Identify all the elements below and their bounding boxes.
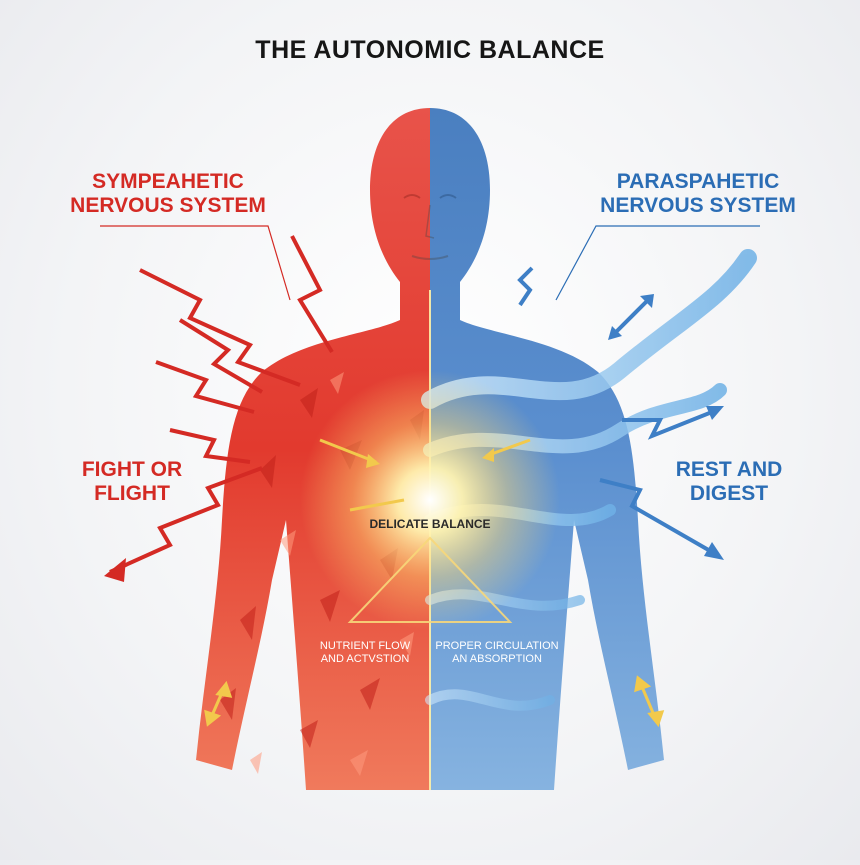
gold-arrowhead-icon <box>482 448 494 462</box>
parasympathetic-system-label: PARASPAHETIC NERVOUS SYSTEM <box>598 170 798 218</box>
parasympathetic-pointer <box>555 225 760 301</box>
parasympathetic-label-line2: NERVOUS SYSTEM <box>600 194 796 218</box>
rest-and-digest-label: REST AND DIGEST <box>654 458 804 506</box>
balance-triangle <box>347 536 513 623</box>
fight-or-flight-label: FIGHT OR FLIGHT <box>52 458 212 506</box>
diagram-title: THE AUTONOMIC BALANCE <box>255 36 605 64</box>
nutrient-line1: NUTRIENT FLOW <box>319 640 411 652</box>
nutrient-flow-label: NUTRIENT FLOW AND ACTVSTION <box>300 640 430 665</box>
parasympathetic-label-line1: PARASPAHETIC <box>616 170 780 193</box>
sympathetic-system-label: SYMPEAHETIC NERVOUS SYSTEM <box>68 170 268 218</box>
face-icon <box>403 194 457 260</box>
sympathetic-label-line1: SYMPEAHETIC <box>92 170 244 193</box>
lightning-arrowhead-icon <box>104 558 126 582</box>
sympathetic-pointer <box>100 225 291 301</box>
sympathetic-label-line2: NERVOUS SYSTEM <box>70 194 266 218</box>
fight-label-line2: FLIGHT <box>94 482 170 506</box>
proper-line2: AN ABSORPTION <box>452 652 542 665</box>
forearm-double-arrow-icon <box>204 675 665 728</box>
rest-label-line2: DIGEST <box>689 482 769 506</box>
lightning-bolt-icon <box>109 235 334 574</box>
arrowhead-icon <box>608 294 724 560</box>
delicate-balance-label: DELICATE BALANCE <box>369 517 491 531</box>
proper-line1: PROPER CIRCULATION <box>435 640 559 652</box>
proper-circulation-label: PROPER CIRCULATION AN ABSORPTION <box>432 640 562 665</box>
nutrient-line2: AND ACTVSTION <box>320 652 410 665</box>
double-arrow-icon <box>517 266 713 554</box>
rest-label-line1: REST AND <box>675 458 783 481</box>
gold-arrowhead-icon <box>366 454 380 468</box>
fight-label-line1: FIGHT OR <box>81 458 183 481</box>
balance-glow <box>300 370 560 630</box>
